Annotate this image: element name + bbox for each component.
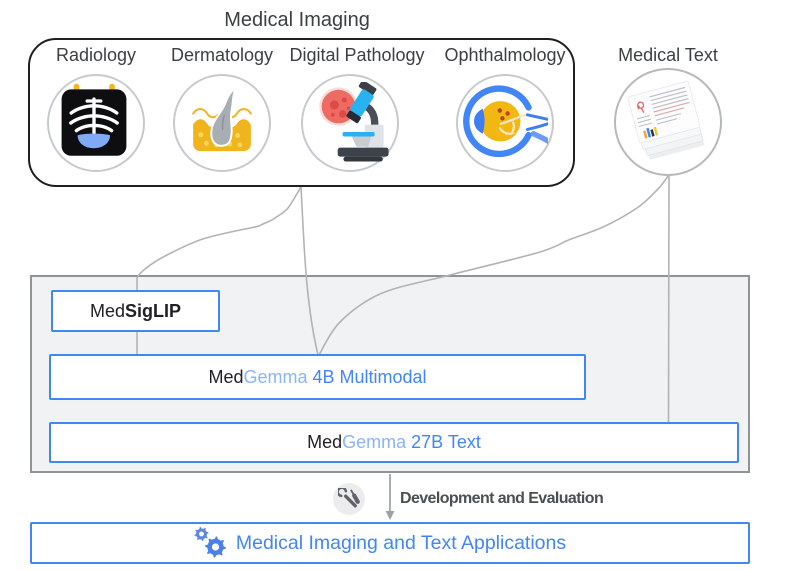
applications-box: Medical Imaging and Text Applications: [30, 522, 750, 564]
dermatology-skin-icon: [192, 85, 252, 152]
ophthalmology-label: Ophthalmology: [444, 45, 566, 65]
ophthalmology-circle: [456, 74, 554, 172]
medsiglip-prefix: Med: [89, 300, 125, 321]
tools-icon: [337, 487, 360, 508]
gears-icon: [194, 526, 230, 559]
radiology-circle: [47, 74, 145, 172]
radiology-label: Radiology: [55, 45, 137, 65]
development-evaluation-label: Development and Evaluation: [400, 490, 604, 507]
documents-stack-icon: [627, 80, 705, 160]
applications-label: Medical Imaging and Text Applications: [235, 531, 567, 554]
dermatology-label: Dermatology: [170, 45, 274, 65]
gemma27b-variant: 27B Text: [406, 432, 481, 452]
digital-pathology-label: Digital Pathology: [289, 45, 425, 65]
gemma27b-prefix: Med: [307, 432, 343, 452]
gemma4b-prefix: Med: [208, 366, 244, 387]
medsiglip-name: SigLIP: [125, 300, 182, 321]
line-text-to-27b: [667, 174, 670, 423]
medical-text-circle: [614, 68, 722, 176]
gemma4b-brand: Gemma: [243, 366, 308, 387]
development-arrow: [385, 474, 395, 520]
medical-imaging-title: Medical Imaging: [224, 9, 370, 31]
tools-badge: [333, 483, 365, 515]
radiology-xray-icon: [61, 83, 127, 156]
pathology-circle: [301, 74, 399, 172]
line-text-to-4b: [318, 174, 670, 356]
dermatology-circle: [173, 74, 271, 172]
applications-box-content: Medical Imaging and Text Applications: [194, 526, 567, 559]
gemma4b-variant: 4B Multimodal: [307, 366, 427, 387]
medical-text-label: Medical Text: [618, 45, 718, 65]
line-imaging-to-4b: [300, 186, 319, 356]
line-imaging-to-medsiglip: [136, 186, 302, 355]
pathology-microscope-icon: [316, 82, 389, 162]
ophthalmology-eye-icon: [463, 85, 548, 158]
gemma27b-brand: Gemma: [342, 432, 407, 452]
